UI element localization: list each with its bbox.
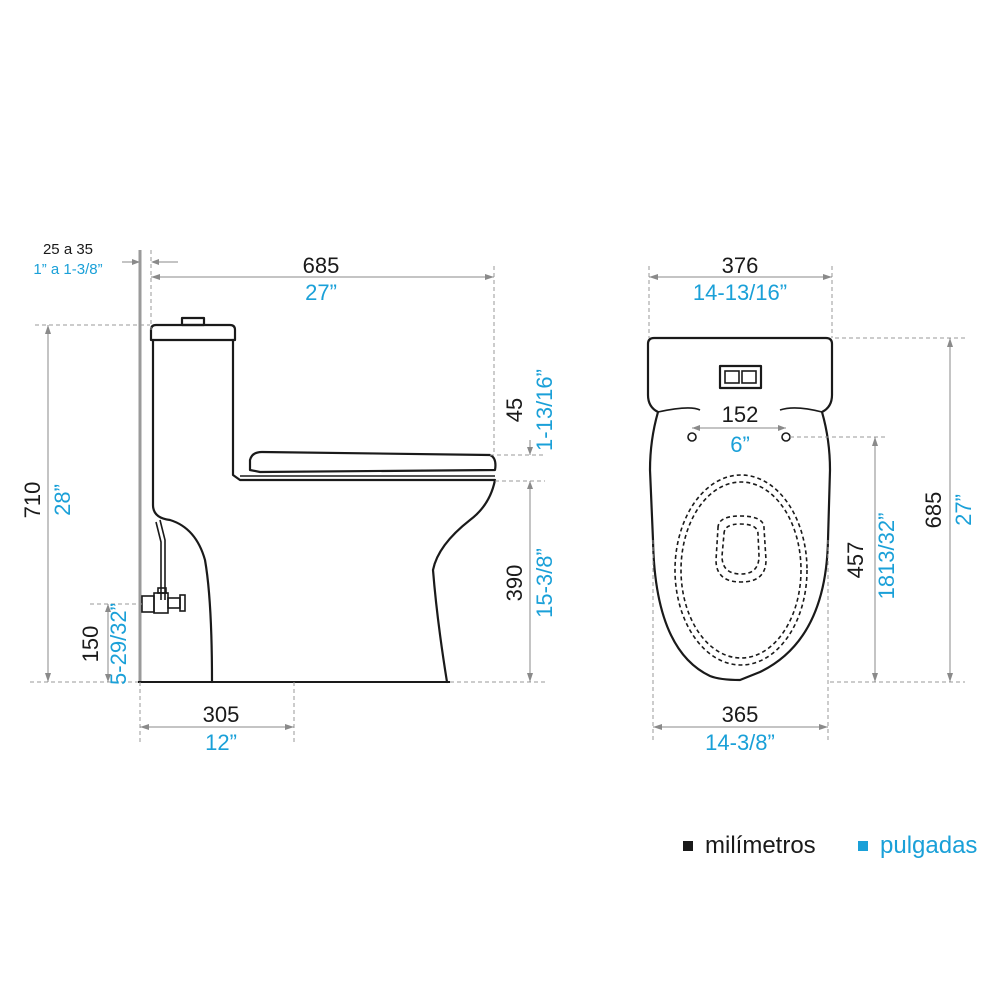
seat-height-in: 15-3/8” bbox=[532, 548, 557, 618]
bowl-length-mm: 457 bbox=[843, 542, 868, 579]
tank-to-seat-in: 1-13/16” bbox=[532, 369, 557, 451]
inches-swatch bbox=[858, 841, 868, 851]
top-outline bbox=[646, 336, 834, 682]
seat-height-mm: 390 bbox=[502, 565, 527, 602]
legend-inches: pulgadas bbox=[858, 832, 977, 860]
toilet-body bbox=[151, 338, 497, 684]
tank-width-in: 14-13/16” bbox=[693, 280, 787, 305]
bolt-hole-right bbox=[781, 432, 791, 442]
tank-front-line bbox=[657, 407, 823, 413]
top-view: 376 14-13/16” 152 6” 457 1813/32” 685 27… bbox=[646, 253, 976, 755]
depth-mm: 685 bbox=[303, 253, 340, 278]
inches-label: pulgadas bbox=[880, 832, 978, 859]
overall-length-in: 27” bbox=[951, 494, 976, 526]
rough-in-in: 12” bbox=[205, 730, 237, 755]
supply-pipe-outer bbox=[155, 521, 162, 600]
side-view: 25 a 35 1” a 1-3/8” 685 27” 710 28” 45 1… bbox=[20, 241, 557, 755]
tank-to-seat-mm: 45 bbox=[502, 398, 527, 422]
depth-in: 27” bbox=[305, 280, 337, 305]
millimeters-label: milímetros bbox=[705, 832, 816, 859]
height-in: 28” bbox=[50, 484, 75, 516]
flush-button-top bbox=[718, 364, 763, 390]
drain-outer bbox=[715, 515, 767, 583]
bowl-rim-dashed bbox=[674, 474, 808, 666]
seat-lid bbox=[248, 450, 497, 474]
toilet-side-profile bbox=[141, 316, 497, 684]
bowl-width-in: 14-3/8” bbox=[705, 730, 775, 755]
wall-gap-mm: 25 a 35 bbox=[43, 241, 93, 258]
tank-width-mm: 376 bbox=[722, 253, 759, 278]
bowl-length-in: 1813/32” bbox=[874, 513, 899, 600]
bolt-spacing-in: 6” bbox=[730, 432, 750, 457]
legend-millimeters: milímetros bbox=[683, 832, 816, 860]
bowl-rim-dashed-inner bbox=[680, 481, 802, 659]
height-mm: 710 bbox=[20, 482, 45, 519]
bolt-spacing-mm: 152 bbox=[722, 402, 759, 427]
bowl-width-mm: 365 bbox=[722, 702, 759, 727]
supply-height-mm: 150 bbox=[78, 626, 103, 663]
wall-gap-in: 1” a 1-3/8” bbox=[33, 261, 102, 278]
drain-inner bbox=[721, 523, 760, 575]
rough-in-mm: 305 bbox=[203, 702, 240, 727]
angle-valve bbox=[141, 587, 186, 614]
supply-height-in: 5-29/32” bbox=[106, 603, 131, 685]
bolt-hole-left bbox=[687, 432, 697, 442]
millimeters-swatch bbox=[683, 841, 693, 851]
overall-length-mm: 685 bbox=[921, 492, 946, 529]
flush-button bbox=[180, 316, 206, 327]
supply-pipe bbox=[159, 519, 166, 600]
tank-lid bbox=[149, 323, 237, 342]
